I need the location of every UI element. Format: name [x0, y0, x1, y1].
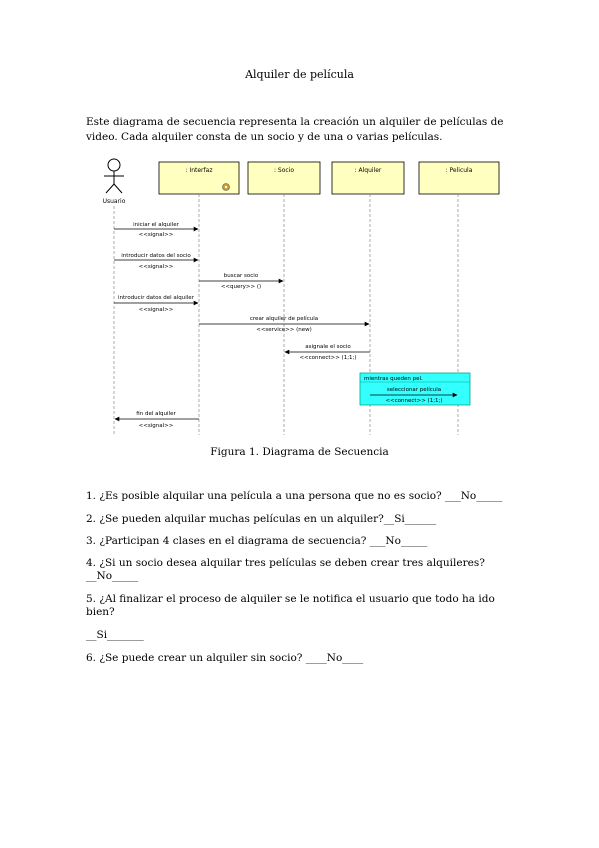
message-2: introducir datos del socio <<signal>> [114, 253, 199, 270]
message-stereotype: <<signal>> [139, 232, 174, 238]
gear-icon [222, 183, 230, 191]
question-6: 6. ¿Se puede crear un alquiler sin socio… [86, 652, 364, 664]
intro-paragraph: Este diagrama de secuencia representa la… [86, 116, 504, 143]
message-stereotype: <<signal>> [139, 307, 174, 313]
message-label: crear alquiler de película [250, 315, 318, 322]
message-label: buscar socio [224, 273, 259, 279]
object-box-alquiler [331, 161, 405, 195]
question-2: 2. ¿Se pueden alquilar muchas películas … [86, 513, 437, 525]
message-label: introducir datos del alquiler [118, 295, 195, 301]
message-stereotype: <<signal>> [139, 423, 174, 429]
message-7: seleccionar película <<connect>> (1;1;) [370, 386, 458, 404]
message-label: seleccionar película [387, 386, 441, 393]
question-4: 4. ¿Si un socio desea alquilar tres pelí… [86, 557, 485, 582]
message-stereotype: <<service>> (new) [256, 327, 312, 333]
object-label-alquiler: : Alquiler [355, 167, 382, 174]
message-stereotype: <<connect>> (1;1;) [385, 398, 442, 404]
message-label: iniciar el alquiler [133, 222, 179, 228]
figure-caption: Figura 1. Diagrama de Secuencia [210, 446, 389, 458]
loop-label: mientras queden pel. [364, 376, 423, 382]
message-3: buscar socio <<query>> () [199, 273, 284, 290]
message-6: asignale el socio <<connect>> (1;1;) [284, 344, 370, 361]
sequence-diagram: Usuario : Interfaz : Socio : Alquiler : … [86, 150, 512, 438]
message-1: iniciar el alquiler <<signal>> [114, 222, 199, 238]
message-label: fin del alquiler [136, 411, 176, 417]
question-3: 3. ¿Participan 4 clases en el diagrama d… [86, 535, 428, 547]
message-8: fin del alquiler <<signal>> [114, 411, 199, 429]
page-title: Alquiler de película [245, 68, 354, 81]
question-1: 1. ¿Es posible alquilar una película a u… [86, 490, 503, 502]
loop-fragment [359, 372, 471, 406]
message-stereotype: <<signal>> [139, 264, 174, 270]
message-5: crear alquiler de película <<service>> (… [199, 315, 370, 333]
object-label-interfaz: : Interfaz [186, 167, 213, 174]
question-5-answer: __Si_______ [86, 629, 144, 641]
object-label-socio: : Socio [274, 167, 294, 174]
object-label-pelicula: : Pelicula [446, 167, 473, 174]
actor-label: Usuario [103, 198, 126, 205]
message-stereotype: <<query>> () [221, 284, 261, 290]
object-box-pelicula [418, 161, 500, 195]
message-label: asignale el socio [305, 344, 351, 350]
message-4: introducir datos del alquiler <<signal>> [114, 295, 199, 313]
message-label: introducir datos del socio [121, 253, 191, 259]
message-stereotype: <<connect>> (1;1;) [299, 355, 356, 361]
actor-figure [104, 158, 124, 194]
question-5: 5. ¿Al finalizar el proceso de alquiler … [86, 593, 495, 618]
